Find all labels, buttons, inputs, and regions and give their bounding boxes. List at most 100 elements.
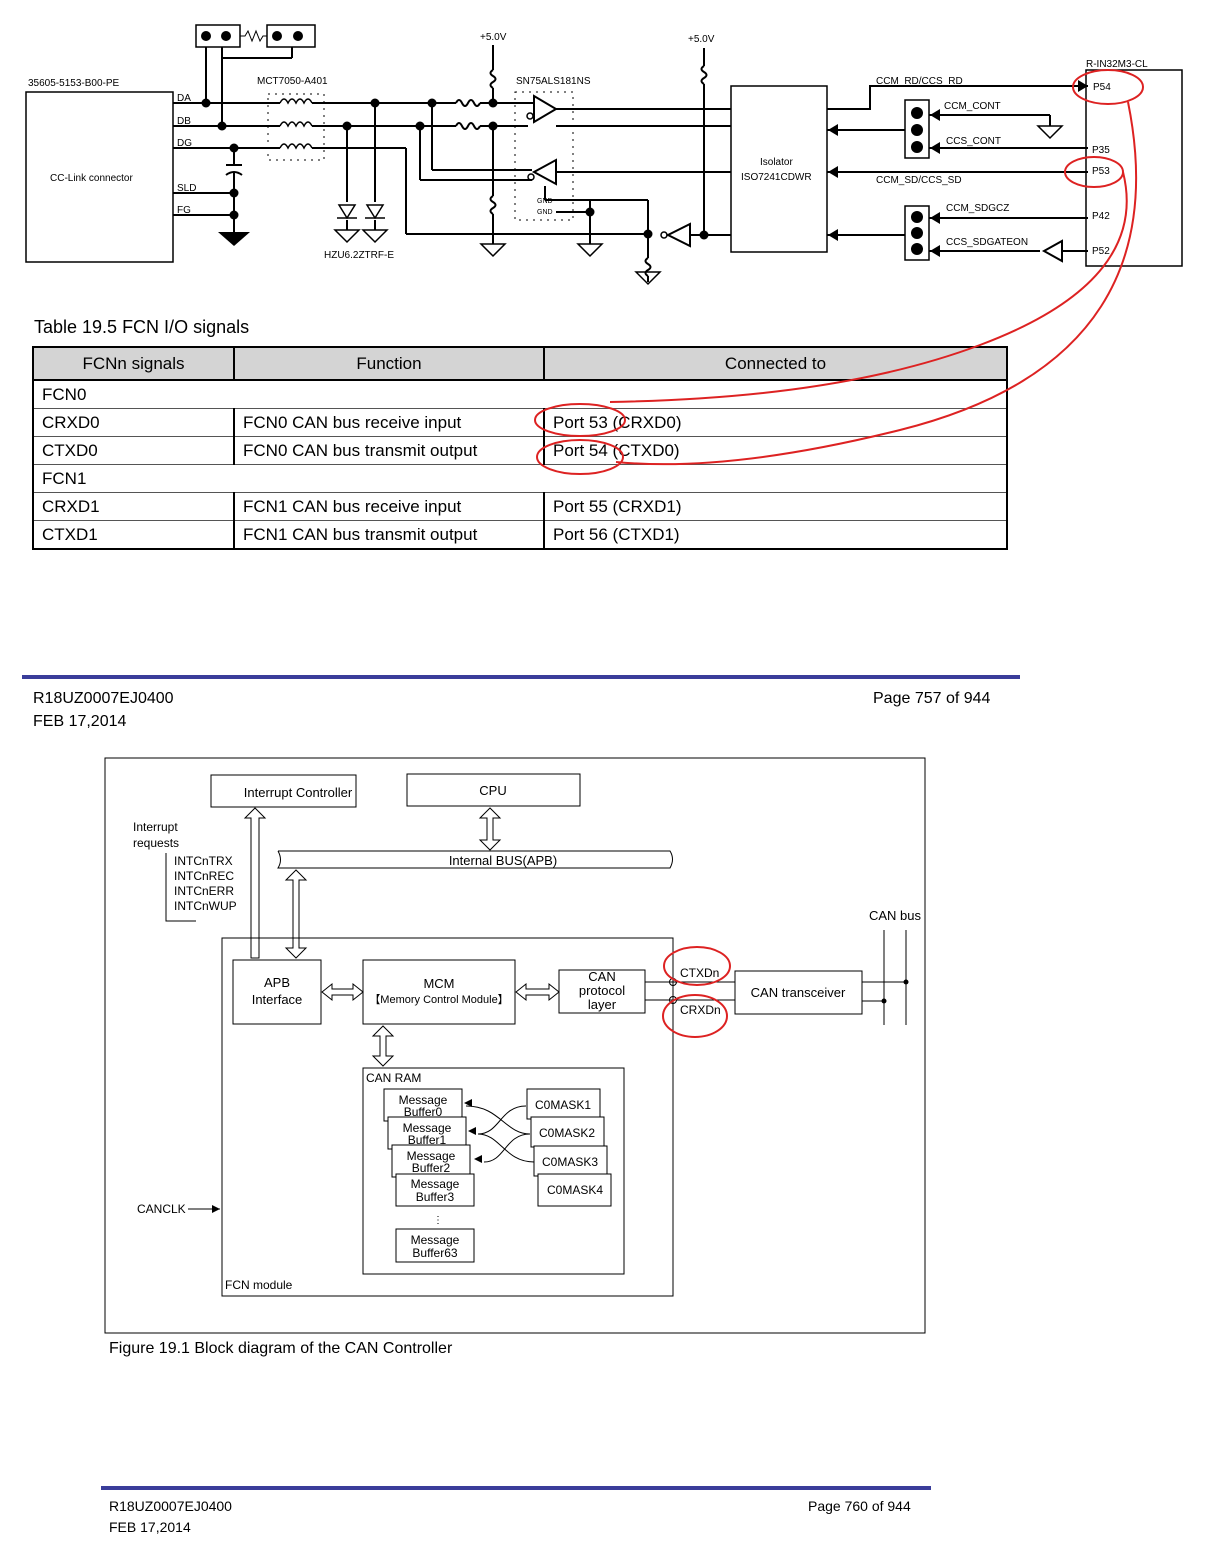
- function-cell: FCN0 CAN bus receive input: [233, 408, 545, 437]
- mask4-label: C0MASK4: [547, 1183, 603, 1197]
- table-row: CTXD0 FCN0 CAN bus transmit output Port …: [32, 436, 1008, 465]
- can-bus-label: CAN bus: [869, 908, 922, 923]
- diode-label: HZU6.2ZTRF-E: [324, 250, 394, 261]
- buffer-box-3: [395, 1173, 475, 1207]
- annotation-ellipse-ctxdn: [663, 946, 731, 986]
- table-caption: Table 19.5 FCN I/O signals: [34, 317, 250, 337]
- signal-cell: CTXD0: [32, 436, 235, 465]
- mask-box-1: [526, 1088, 601, 1120]
- can-protocol-label-3: layer: [588, 997, 617, 1012]
- footer-page-2: Page 760 of 944: [808, 1498, 911, 1514]
- mcm-label-2: 【Memory Control Module】: [369, 993, 508, 1006]
- canclk-label: CANCLK: [137, 1202, 186, 1216]
- mask-box-4: [537, 1173, 612, 1207]
- interrupt-controller-label: Interrupt Controller: [244, 785, 353, 800]
- choke-label: MCT7050-A401: [257, 76, 328, 87]
- annotation-ellipse-crxdn: [662, 994, 728, 1038]
- buffer0-label-1: Message: [399, 1093, 448, 1107]
- pin-dg: DG: [177, 138, 192, 149]
- fcn-module-label: FCN module: [225, 1278, 293, 1292]
- can-protocol-label-2: protocol: [579, 983, 625, 998]
- buffer3-label-1: Message: [411, 1177, 460, 1191]
- buffer2-label-2: Buffer2: [412, 1161, 451, 1175]
- signal-ccs-cont: CCS_CONT: [946, 136, 1001, 147]
- function-cell: FCN1 CAN bus transmit output: [233, 520, 545, 550]
- mask1-label: C0MASK1: [535, 1098, 591, 1112]
- header-signals: FCNn signals: [32, 346, 235, 381]
- interrupt-requests-label-2: requests: [133, 836, 179, 850]
- header-connected: Connected to: [543, 346, 1008, 381]
- connector-part-label: 35605-5153-B00-PE: [28, 78, 120, 89]
- pin-sld: SLD: [177, 183, 196, 194]
- table-row: CTXD1 FCN1 CAN bus transmit output Port …: [32, 520, 1008, 550]
- gnd-label-2: GND: [537, 209, 553, 216]
- footer-page: Page 757 of 944: [873, 690, 991, 707]
- mcu-pin-p42: P42: [1092, 211, 1110, 222]
- buffer-box-1: [387, 1116, 467, 1150]
- mcu-pin-p52: P52: [1092, 246, 1110, 257]
- table-group-row: FCN1: [32, 464, 1008, 493]
- apb-label-1: APB: [264, 975, 290, 990]
- buffer-box-0: [383, 1088, 463, 1122]
- mask-box-2: [530, 1116, 605, 1148]
- connected-cell: Port 56 (CTXD1): [543, 520, 1008, 550]
- interrupt-requests-label-1: Interrupt: [133, 820, 178, 834]
- signal-ccs-sdgateon: CCS_SDGATEON: [946, 237, 1028, 248]
- pin-da: DA: [177, 93, 191, 104]
- mcu-pin-p54: P54: [1093, 82, 1111, 93]
- interrupt-intcnerr: INTCnERR: [174, 884, 234, 898]
- connected-cell: Port 55 (CRXD1): [543, 492, 1008, 521]
- connected-cell: Port 53 (CRXD0): [543, 408, 1008, 437]
- can-protocol-label-1: CAN: [588, 969, 615, 984]
- signal-cell: CRXD0: [32, 408, 235, 437]
- can-transceiver-label: CAN transceiver: [751, 985, 846, 1000]
- buffer63-label-2: Buffer63: [412, 1246, 457, 1260]
- group-label: FCN0: [32, 379, 1008, 409]
- ctxdn-label: CTXDn: [680, 966, 719, 980]
- can-block-diagram: Interrupt Controller CPU Internal BUS(AP…: [104, 757, 926, 1334]
- interrupt-controller-box: [210, 774, 357, 808]
- table-group-row: FCN0: [32, 379, 1008, 409]
- cc-link-schematic: 35605-5153-B00-PE CC-Link connector DA D…: [25, 24, 1183, 286]
- footer-date: FEB 17,2014: [33, 713, 127, 730]
- table-header-row: FCNn signals Function Connected to: [32, 346, 1008, 381]
- fcn-module-box: [221, 937, 674, 1297]
- buffer-box-63: [395, 1228, 475, 1263]
- mcu-label: R-IN32M3-CL: [1086, 59, 1148, 70]
- fcn-io-table: FCNn signals Function Connected to FCN0 …: [32, 346, 1008, 550]
- mask-box-3: [533, 1145, 608, 1177]
- signal-cell: CTXD1: [32, 520, 235, 550]
- signal-ccm-sd: CCM_SD/CCS_SD: [876, 175, 962, 186]
- signal-ccm-rd: CCM_RD/CCS_RD: [876, 76, 963, 87]
- footer-date-2: FEB 17,2014: [109, 1519, 191, 1535]
- apb-label-2: Interface: [252, 992, 303, 1007]
- mcm-box: [362, 959, 516, 1025]
- isolator-label: Isolator: [760, 157, 793, 168]
- gnd-label: GND: [537, 198, 553, 205]
- footer-doc-id: R18UZ0007EJ0400: [33, 690, 174, 707]
- group-label: FCN1: [32, 464, 1008, 493]
- figure-caption: Figure 19.1 Block diagram of the CAN Con…: [109, 1340, 453, 1357]
- interrupt-intcnwup: INTCnWUP: [174, 899, 237, 913]
- buffer-ellipsis: ⋮: [433, 1215, 443, 1226]
- mask3-label: C0MASK3: [542, 1155, 598, 1169]
- apb-interface-box: [232, 959, 322, 1025]
- supply-label-2: +5.0V: [688, 34, 715, 45]
- mcm-label-1: MCM: [423, 976, 454, 991]
- crxdn-label: CRXDn: [680, 1003, 721, 1017]
- cpu-label: CPU: [479, 783, 506, 798]
- buffer2-label-1: Message: [407, 1149, 456, 1163]
- pin-fg: FG: [177, 205, 191, 216]
- buffer0-label-2: Buffer0: [404, 1105, 443, 1119]
- footer-rule-2: [101, 1486, 931, 1490]
- header-function: Function: [233, 346, 545, 381]
- isolator-part-label: ISO7241CDWR: [741, 172, 812, 183]
- footer-doc-id-2: R18UZ0007EJ0400: [109, 1498, 232, 1514]
- buffer63-label-1: Message: [411, 1233, 460, 1247]
- signal-cell: CRXD1: [32, 492, 235, 521]
- function-cell: FCN0 CAN bus transmit output: [233, 436, 545, 465]
- supply-label: +5.0V: [480, 32, 507, 43]
- table-row: CRXD1 FCN1 CAN bus receive input Port 55…: [32, 492, 1008, 521]
- interrupt-intcntrx: INTCnTRX: [174, 854, 233, 868]
- mcu-pin-p53: P53: [1092, 166, 1110, 177]
